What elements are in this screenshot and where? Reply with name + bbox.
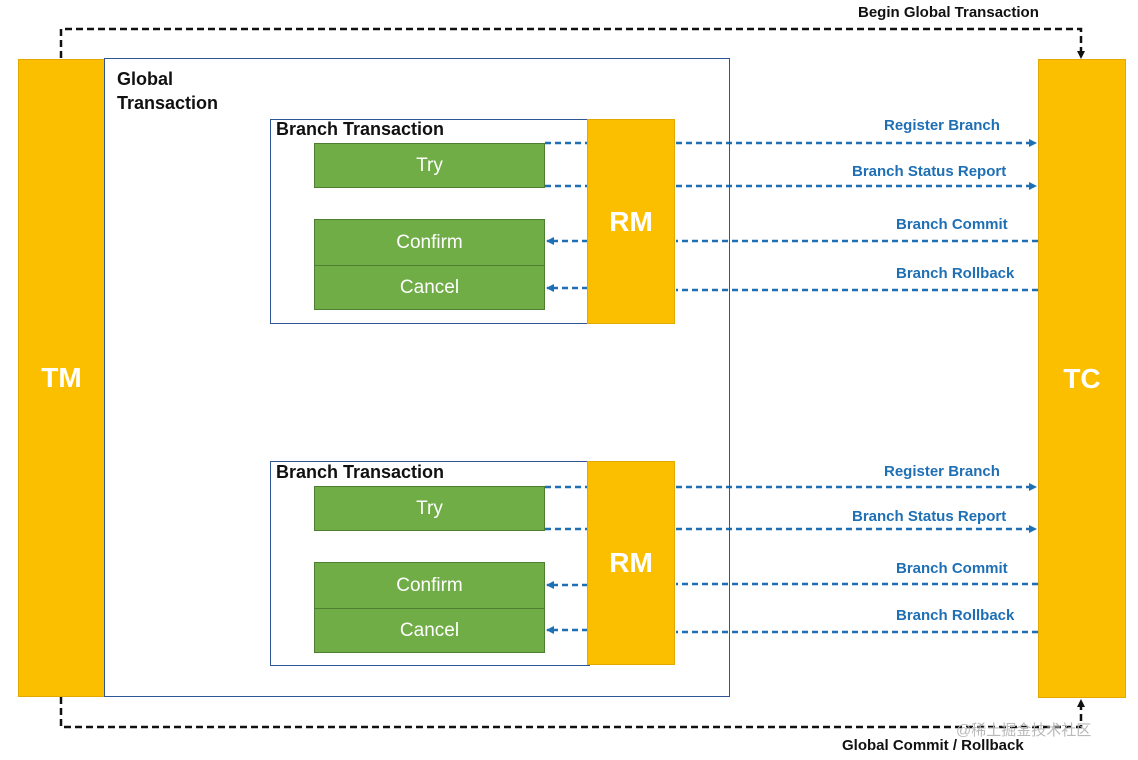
register-branch-label-1: Register Branch	[884, 117, 1000, 134]
global-transaction-title: Global Transaction	[117, 69, 219, 113]
try-label-1: Try	[416, 154, 443, 176]
try-label-2: Try	[416, 497, 443, 519]
confirm-label-1: Confirm	[396, 231, 463, 253]
branch-rollback-label-1: Branch Rollback	[896, 265, 1015, 282]
cancel-label-1: Cancel	[399, 276, 460, 298]
cancel-label-2: Cancel	[399, 619, 460, 641]
global-transaction-frame	[104, 58, 730, 697]
branch-transaction-title-2: Branch Transaction	[276, 462, 445, 482]
try-block-1: Try	[314, 143, 545, 188]
branch-status-report-label-2: Branch Status Report	[852, 508, 1007, 525]
branch-commit-label-2: Branch Commit	[896, 560, 1008, 577]
begin-global-transaction-label: Begin Global Transaction	[858, 4, 1039, 21]
try-block-2: Try	[314, 486, 545, 531]
rm-label-1: RM	[609, 205, 653, 237]
rm-block-2: RM	[587, 461, 675, 665]
global-commit-rollback-label: Global Commit / Rollback	[842, 737, 1024, 754]
branch-transaction-title-1: Branch Transaction	[276, 119, 445, 139]
confirm-block-2: Confirm	[314, 562, 545, 609]
rm-label-2: RM	[609, 547, 653, 578]
rm-block-1: RM	[587, 119, 675, 324]
branch-commit-label-1: Branch Commit	[896, 216, 1008, 233]
tc-block: TC	[1038, 59, 1126, 698]
cancel-block-2: Cancel	[314, 608, 545, 653]
global-commit-rollback-arrow	[59, 697, 1085, 729]
begin-global-transaction-arrow	[59, 27, 1085, 59]
confirm-block-1: Confirm	[314, 219, 545, 266]
watermark-text: @稀土掘金技术社区	[956, 722, 1092, 739]
branch-status-report-label-1: Branch Status Report	[852, 163, 1007, 180]
tc-label: TC	[1063, 362, 1101, 394]
cancel-block-1: Cancel	[314, 265, 545, 310]
branch-rollback-label-2: Branch Rollback	[896, 607, 1015, 624]
confirm-label-2: Confirm	[396, 574, 463, 596]
tm-block: TM	[18, 59, 105, 697]
tm-label: TM	[41, 362, 82, 393]
register-branch-label-2: Register Branch	[884, 463, 1000, 480]
